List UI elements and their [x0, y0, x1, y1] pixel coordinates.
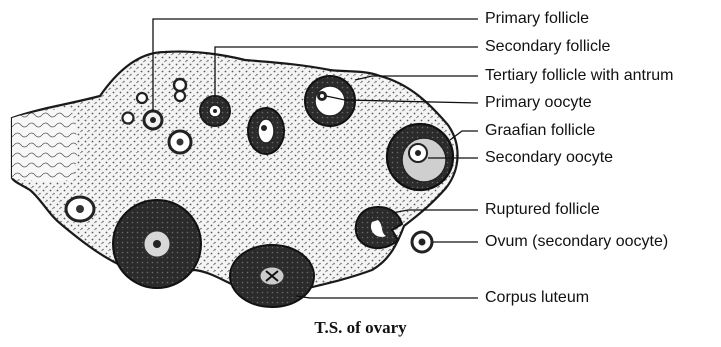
- label-tertiary-follicle: Tertiary follicle with antrum: [485, 67, 674, 85]
- ovum: [412, 232, 432, 252]
- small-follicle-left: [66, 197, 94, 221]
- label-primary-follicle: Primary follicle: [485, 10, 589, 28]
- label-secondary-follicle: Secondary follicle: [485, 38, 610, 56]
- label-ovum: Ovum (secondary oocyte): [485, 233, 668, 251]
- label-corpus-luteum: Corpus luteum: [485, 289, 589, 307]
- small-follicle: [169, 131, 191, 153]
- secondary-follicle: [200, 96, 230, 126]
- tertiary-follicle: [248, 108, 284, 154]
- label-secondary-oocyte: Secondary oocyte: [485, 149, 613, 167]
- tertiary-follicle-antrum: [305, 76, 355, 126]
- hilum-region: [12, 108, 77, 181]
- graafian-follicle: [387, 124, 453, 190]
- ruptured-follicle: [356, 207, 402, 248]
- diagram-caption: T.S. of ovary: [0, 318, 721, 338]
- atretic-follicle: [113, 200, 201, 288]
- corpus-luteum: [230, 245, 314, 307]
- label-ruptured-follicle: Ruptured follicle: [485, 201, 600, 219]
- label-primary-oocyte: Primary oocyte: [485, 94, 592, 112]
- label-graafian-follicle: Graafian follicle: [485, 122, 595, 140]
